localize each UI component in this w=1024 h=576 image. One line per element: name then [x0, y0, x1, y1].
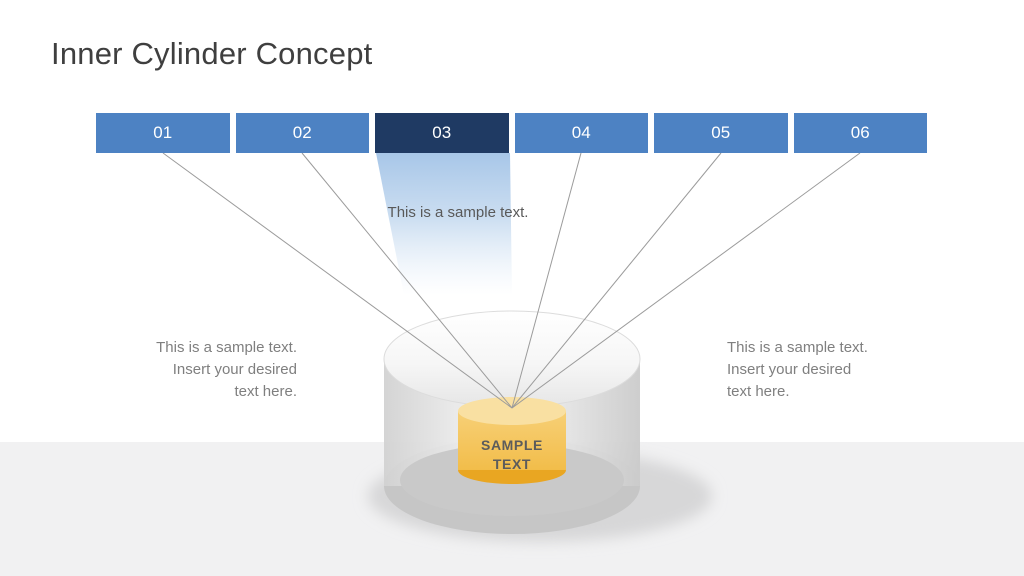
connector-line-04 [511, 152, 582, 409]
step-box-03-active[interactable]: 03 [375, 113, 509, 153]
outer-cylinder-top [383, 310, 641, 408]
step-box-04[interactable]: 04 [514, 113, 648, 153]
step-box-05[interactable]: 05 [654, 113, 788, 153]
step-box-06[interactable]: 06 [793, 113, 927, 153]
step-box-01[interactable]: 01 [96, 113, 230, 153]
step-box-02[interactable]: 02 [235, 113, 369, 153]
right-note: This is a sample text. Insert your desir… [727, 337, 902, 403]
right-note-line: Insert your desired [727, 361, 852, 378]
inner-cylinder-label-line: TEXT [492, 456, 532, 472]
connector-line-02 [301, 152, 513, 409]
connector-line-01 [162, 152, 513, 409]
slide-title: Inner Cylinder Concept [51, 36, 373, 71]
beam-callout-text: This is a sample text. [387, 204, 529, 221]
connector-line-05 [511, 152, 722, 409]
highlight-beam [376, 153, 512, 295]
left-note-line: text here. [234, 383, 297, 400]
right-note-line: This is a sample text. [727, 339, 868, 356]
inner-cylinder-label-line: SAMPLE [481, 437, 543, 453]
connector-line-06 [511, 152, 861, 409]
left-note: This is a sample text. Insert your desir… [122, 337, 297, 403]
left-note-line: This is a sample text. [156, 339, 297, 356]
inner-cylinder-top [458, 397, 566, 425]
steps-row: 01 02 03 04 05 06 [96, 113, 927, 153]
left-note-line: Insert your desired [172, 361, 297, 378]
right-note-line: text here. [727, 383, 790, 400]
inner-cylinder-label: SAMPLE TEXT [442, 436, 582, 474]
